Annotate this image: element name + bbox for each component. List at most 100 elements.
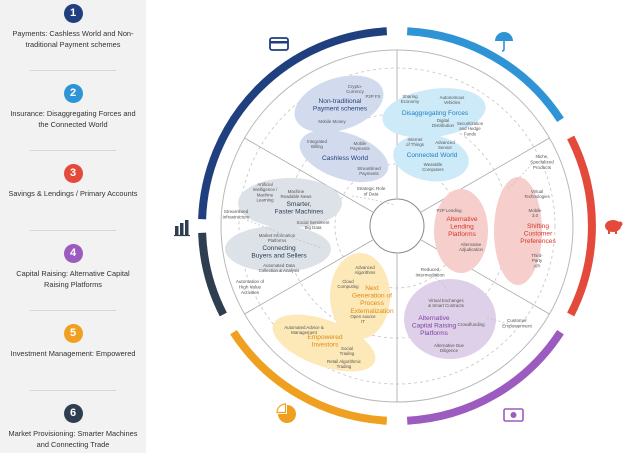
card-body	[269, 37, 289, 51]
sidebar-item-label: Investment Management: Empowered	[10, 349, 136, 358]
note-circle	[510, 412, 517, 418]
ring-segment-investment	[230, 330, 388, 425]
bubble-shape	[382, 88, 486, 138]
umbrella-icon	[495, 32, 513, 52]
sidebar-item-label: Savings & Lendings / Primary Accounts	[8, 189, 138, 198]
bubble-item: Crypto-Currency	[346, 84, 365, 94]
piggy-snout	[617, 221, 623, 227]
bar-1	[175, 226, 179, 235]
bubble-shape	[330, 253, 390, 339]
sidebar-divider	[30, 150, 116, 151]
bubble-item: Virtual Exchanges& Smart Contracts	[428, 298, 465, 308]
bar-3	[185, 220, 189, 235]
sidebar-divider	[30, 310, 116, 311]
piggy-leg	[615, 230, 617, 234]
sidebar-item-number: 2	[63, 84, 83, 103]
ring-segment-market	[198, 232, 227, 317]
credit-card-icon	[269, 37, 289, 51]
spoke-line	[244, 137, 373, 213]
piggy-bank-icon	[605, 220, 623, 234]
bubble-shape	[494, 177, 542, 285]
bubble-shape	[238, 178, 342, 228]
connector-line	[506, 163, 533, 191]
bubble-shape	[404, 279, 496, 359]
pie-main	[278, 405, 296, 423]
connector-line	[486, 317, 513, 326]
sidebar-item-label: Capital Raising: Alternative Capital Rai…	[16, 269, 130, 289]
bubble-shape	[294, 75, 384, 133]
bubble-shape	[272, 314, 376, 372]
connector-line	[351, 195, 396, 206]
piggy-leg	[608, 230, 610, 234]
bubble-shape	[225, 226, 331, 272]
ring-segment-payments	[198, 27, 388, 220]
card-stripe	[270, 41, 288, 44]
sidebar-divider	[30, 390, 116, 391]
bubble-title: Cashless World	[322, 155, 368, 162]
bar-2	[180, 223, 184, 235]
bubble-item: Crowdfunding	[457, 322, 485, 327]
pie-chart-icon	[276, 403, 296, 423]
center-hub	[369, 198, 425, 254]
bubble-item: Mobile Money	[318, 119, 346, 124]
bubble-item: P2P Lending	[436, 208, 462, 213]
sidebar-item-label: Payments: Cashless World and Non-traditi…	[12, 29, 134, 49]
bubble-item: Automated Advice &Management	[284, 325, 324, 335]
ring-segment-insurance	[406, 27, 564, 122]
bubble-shape	[393, 134, 469, 182]
connector-line	[431, 275, 448, 291]
sidebar-item-number: 3	[63, 164, 83, 183]
sidebar-divider	[30, 230, 116, 231]
umbrella-canopy	[495, 32, 513, 41]
sidebar-item-label: Insurance: Disaggregating Forces and the…	[10, 109, 136, 129]
banknote-icon	[503, 408, 524, 422]
sidebar-divider	[30, 70, 116, 71]
pie-slice	[276, 403, 287, 414]
ring-segment-capital	[406, 330, 564, 425]
umbrella-handle	[501, 41, 505, 52]
spoke-line	[244, 239, 373, 315]
sidebar-item-number: 4	[63, 244, 83, 263]
bar-chart-icon	[174, 220, 190, 237]
bubble-title: Disaggregating Forces	[402, 110, 469, 117]
